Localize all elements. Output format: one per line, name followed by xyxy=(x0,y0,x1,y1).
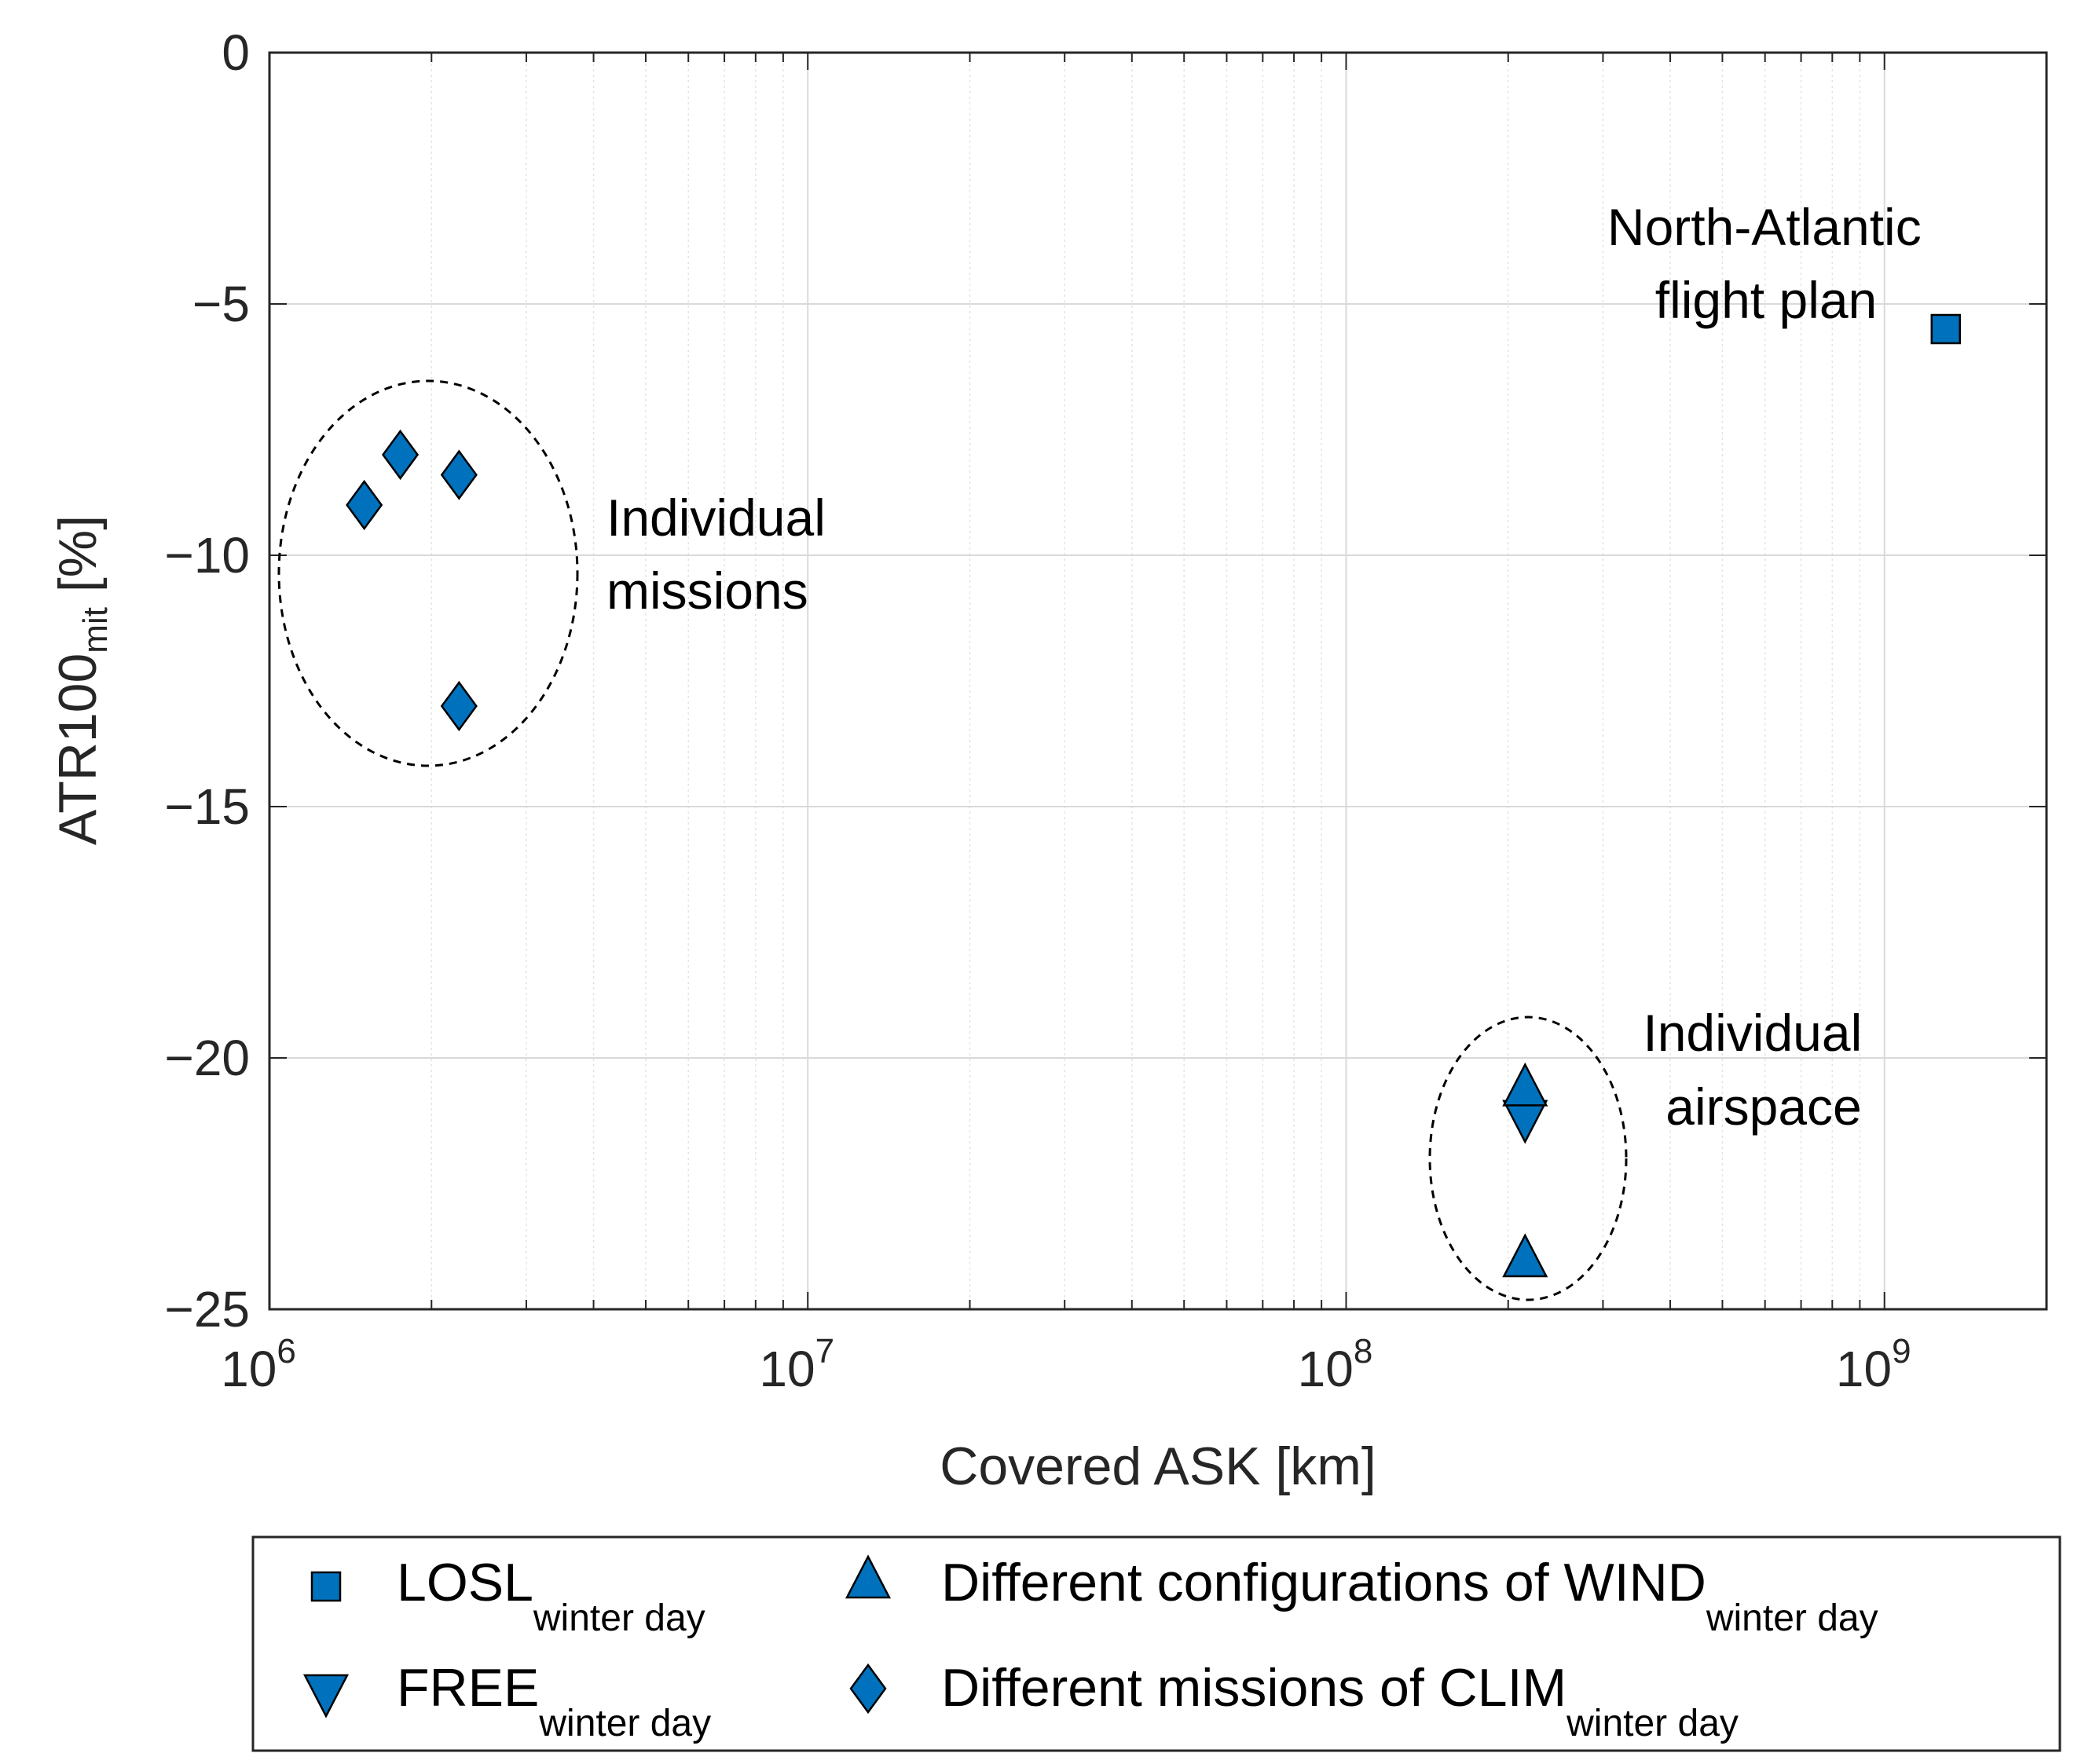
annotations: North-Atlantic flight plan Individual mi… xyxy=(606,198,1936,1136)
x-tick-label: 107 xyxy=(759,1332,834,1397)
data-point-triangle-up xyxy=(1502,1062,1548,1107)
x-tick-label: 108 xyxy=(1298,1332,1373,1397)
x-tick-label-exponent: 8 xyxy=(1354,1332,1372,1371)
legend-label-wind: Different configurations of WINDwinter d… xyxy=(941,1553,1878,1639)
x-tick-label-exponent: 9 xyxy=(1892,1332,1911,1371)
legend-label-free-main: FREE xyxy=(397,1658,539,1718)
annotation-individual-missions-line2: missions xyxy=(606,562,808,620)
cluster-ellipses xyxy=(277,379,1628,1301)
annotation-individual-missions-line1: Individual xyxy=(606,489,826,547)
legend-label-free: FREEwinter day xyxy=(397,1658,711,1744)
legend: LOSLwinter day FREEwinter day Different … xyxy=(251,1535,2061,1752)
legend-box xyxy=(251,1535,2061,1752)
y-tick-label: −5 xyxy=(192,276,250,332)
y-axis-label-suffix: [%] xyxy=(48,515,108,607)
x-tick-label-base: 10 xyxy=(221,1341,277,1397)
legend-marker-square xyxy=(310,1571,342,1602)
x-tick-label-base: 10 xyxy=(1298,1341,1354,1397)
data-point-diamond xyxy=(381,429,420,481)
legend-label-wind-main: Different configurations of WIND xyxy=(941,1553,1706,1612)
y-tick-label: −15 xyxy=(164,778,250,835)
data-point-diamond xyxy=(440,449,478,500)
legend-label-losl-sub: winter day xyxy=(533,1597,705,1639)
legend-label-losl: LOSLwinter day xyxy=(397,1553,705,1639)
data-point-diamond xyxy=(346,479,383,531)
data-point-diamond xyxy=(440,680,478,732)
y-tick-label: −25 xyxy=(164,1281,250,1338)
legend-label-wind-sub: winter day xyxy=(1706,1597,1878,1639)
legend-label-clim-main: Different missions of CLIM xyxy=(941,1658,1566,1718)
data-point-triangle-up xyxy=(1502,1233,1548,1278)
plot-area-frame xyxy=(268,51,2048,1311)
annotation-north-atlantic-line1: North-Atlantic xyxy=(1607,198,1922,256)
grid xyxy=(269,52,2047,1310)
x-tick-label-exponent: 7 xyxy=(815,1332,834,1371)
y-tick-label: 0 xyxy=(222,24,250,81)
annotation-individual-missions: Individual missions xyxy=(606,489,840,620)
individual-missions-ellipse xyxy=(277,379,579,767)
legend-label-clim-sub: winter day xyxy=(1566,1703,1739,1744)
annotation-north-atlantic-line2: flight plan xyxy=(1655,271,1878,329)
data-point-square xyxy=(1930,313,1962,345)
legend-label-clim: Different missions of CLIMwinter day xyxy=(941,1658,1739,1744)
x-tick-label: 109 xyxy=(1836,1332,1911,1397)
legend-markers xyxy=(302,1554,892,1718)
legend-label-losl-main: LOSL xyxy=(397,1553,533,1612)
legend-marker-triangle-down xyxy=(302,1674,350,1718)
y-tick-label: −10 xyxy=(164,527,250,584)
annotation-individual-airspace-line2: airspace xyxy=(1665,1078,1861,1136)
annotation-north-atlantic: North-Atlantic flight plan xyxy=(1607,198,1936,329)
legend-marker-triangle-up xyxy=(845,1554,892,1599)
x-tick-label-base: 10 xyxy=(759,1341,815,1397)
annotation-individual-airspace-line1: Individual xyxy=(1643,1004,1862,1062)
y-axis-label-main: ATR100 xyxy=(48,653,108,845)
annotation-individual-airspace: Individual airspace xyxy=(1643,1004,1876,1136)
y-axis-label: ATR100mit [%] xyxy=(48,515,115,845)
x-tick-label-exponent: 6 xyxy=(277,1332,295,1371)
data-markers xyxy=(346,313,1962,1278)
y-tick-label: −20 xyxy=(164,1030,250,1086)
y-axis-label-sub: mit xyxy=(76,607,115,653)
x-tick-label: 106 xyxy=(221,1332,296,1397)
legend-label-free-sub: winter day xyxy=(538,1703,711,1744)
individual-airspace-ellipse xyxy=(1428,1016,1628,1301)
x-axis-label: Covered ASK [km] xyxy=(940,1436,1376,1496)
legend-marker-diamond xyxy=(849,1663,887,1715)
x-tick-label-base: 10 xyxy=(1836,1341,1892,1397)
